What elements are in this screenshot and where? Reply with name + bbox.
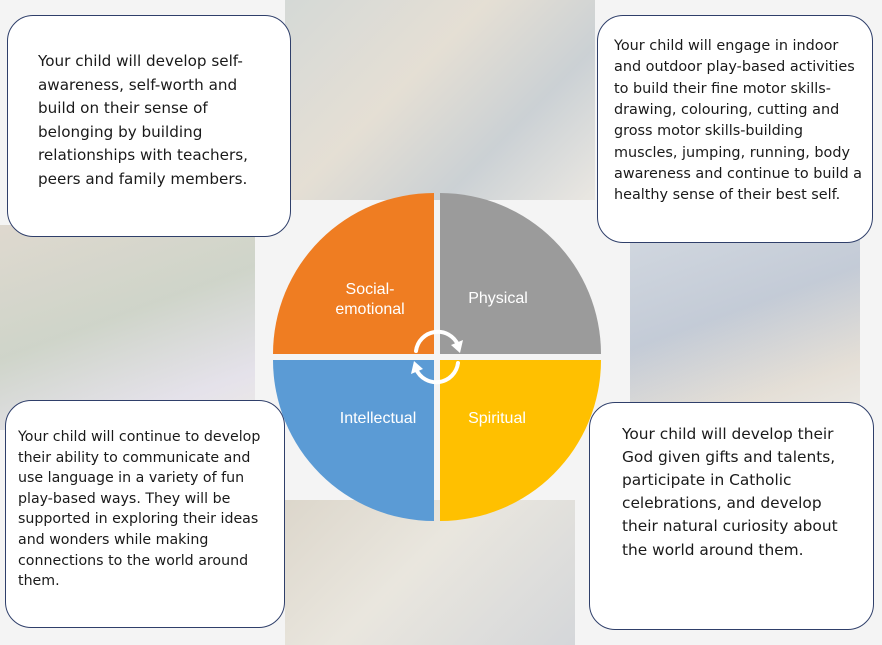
quadrant-intellectual <box>273 360 434 521</box>
spiritual-description: Your child will develop their God given … <box>589 402 874 630</box>
cycle-arrow-heads-icon <box>411 340 463 374</box>
quadrant-label-spiritual: Spiritual <box>468 410 526 427</box>
social-emotional-description: Your child will develop self-awareness, … <box>7 15 291 237</box>
intellectual-description: Your child will continue to develop thei… <box>5 400 285 628</box>
quadrant-physical <box>440 193 601 354</box>
quadrant-label-social-line1: Social- <box>346 281 395 298</box>
quadrant-label-social-line2: emotional <box>335 301 404 318</box>
background-photo-left <box>0 225 255 430</box>
quadrant-spiritual <box>440 360 601 521</box>
physical-description: Your child will engage in indoor and out… <box>597 15 873 243</box>
quadrant-label-physical: Physical <box>468 290 528 307</box>
quadrant-social-emotional <box>273 193 434 354</box>
development-wheel: Social- emotional Physical Intellectual … <box>273 193 601 521</box>
background-photo-right <box>630 240 860 430</box>
quadrant-label-intellectual: Intellectual <box>340 410 417 427</box>
background-photo-top <box>285 0 595 200</box>
background-photo-bottom <box>285 500 575 645</box>
cycle-arrows-icon <box>414 329 460 385</box>
